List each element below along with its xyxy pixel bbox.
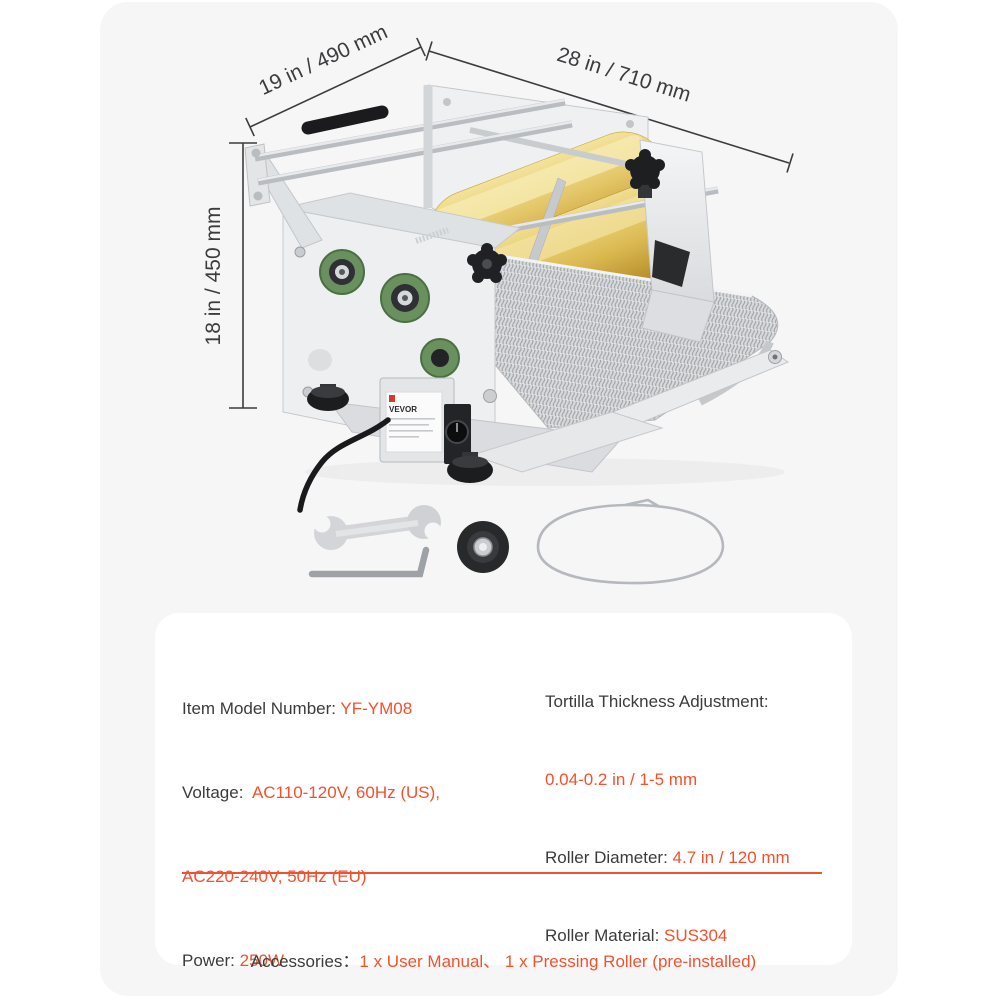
accessories-line-1: Accessories：1 x User Manual、 1 x Pressin… bbox=[250, 952, 757, 971]
tortilla-machine-image: VEVOR bbox=[244, 84, 790, 513]
power-cord bbox=[297, 417, 391, 513]
warning-sticker bbox=[389, 395, 395, 402]
bearing-units bbox=[319, 249, 460, 378]
width-dimension-label: 19 in / 490 mm bbox=[255, 20, 391, 100]
spec-column-right: Tortilla Thickness Adjustment: 0.04-0.2 … bbox=[545, 637, 826, 1000]
hex-wrench-image bbox=[308, 546, 430, 578]
spec-line: Roller Diameter: 4.7 in / 120 mm bbox=[545, 848, 790, 867]
star-knob bbox=[467, 243, 507, 283]
spec-line: Roller Material: SUS304 bbox=[545, 926, 728, 945]
rubber-feet bbox=[307, 384, 493, 483]
brand-label: VEVOR bbox=[389, 405, 417, 414]
spare-rubber-foot-image bbox=[457, 521, 509, 573]
spec-line: Item Model Number: YF-YM08 bbox=[182, 699, 413, 718]
spec-line: AC220-240V, 50Hz (EU) bbox=[182, 867, 367, 886]
adjustment-knob-right bbox=[625, 149, 665, 198]
accessories-text: Accessories：1 x User Manual、 1 x Pressin… bbox=[155, 889, 852, 1000]
open-wrench-image bbox=[313, 505, 442, 550]
spec-line: Tortilla Thickness Adjustment: bbox=[545, 692, 769, 711]
spec-line: Voltage: AC110-120V, 60Hz (US), bbox=[182, 783, 440, 802]
height-dimension-label: 18 in / 450 mm bbox=[202, 207, 225, 346]
spec-column-left: Item Model Number: YF-YM08 Voltage: AC11… bbox=[182, 639, 500, 1000]
spec-line: 0.04-0.2 in / 1-5 mm bbox=[545, 770, 698, 789]
handle-grip bbox=[301, 105, 389, 135]
top-frame-rails bbox=[244, 85, 573, 208]
dimension-annotation-height: 18 in / 450 mm bbox=[202, 142, 257, 409]
accessories-image bbox=[308, 498, 725, 585]
spec-line: Power: 250W bbox=[182, 951, 285, 970]
cutting-wire-image bbox=[536, 498, 725, 585]
specifications-card: Item Model Number: YF-YM08 Voltage: AC11… bbox=[155, 613, 852, 971]
accessories-label: Accessories： bbox=[250, 952, 360, 971]
accessories-divider bbox=[182, 872, 822, 874]
